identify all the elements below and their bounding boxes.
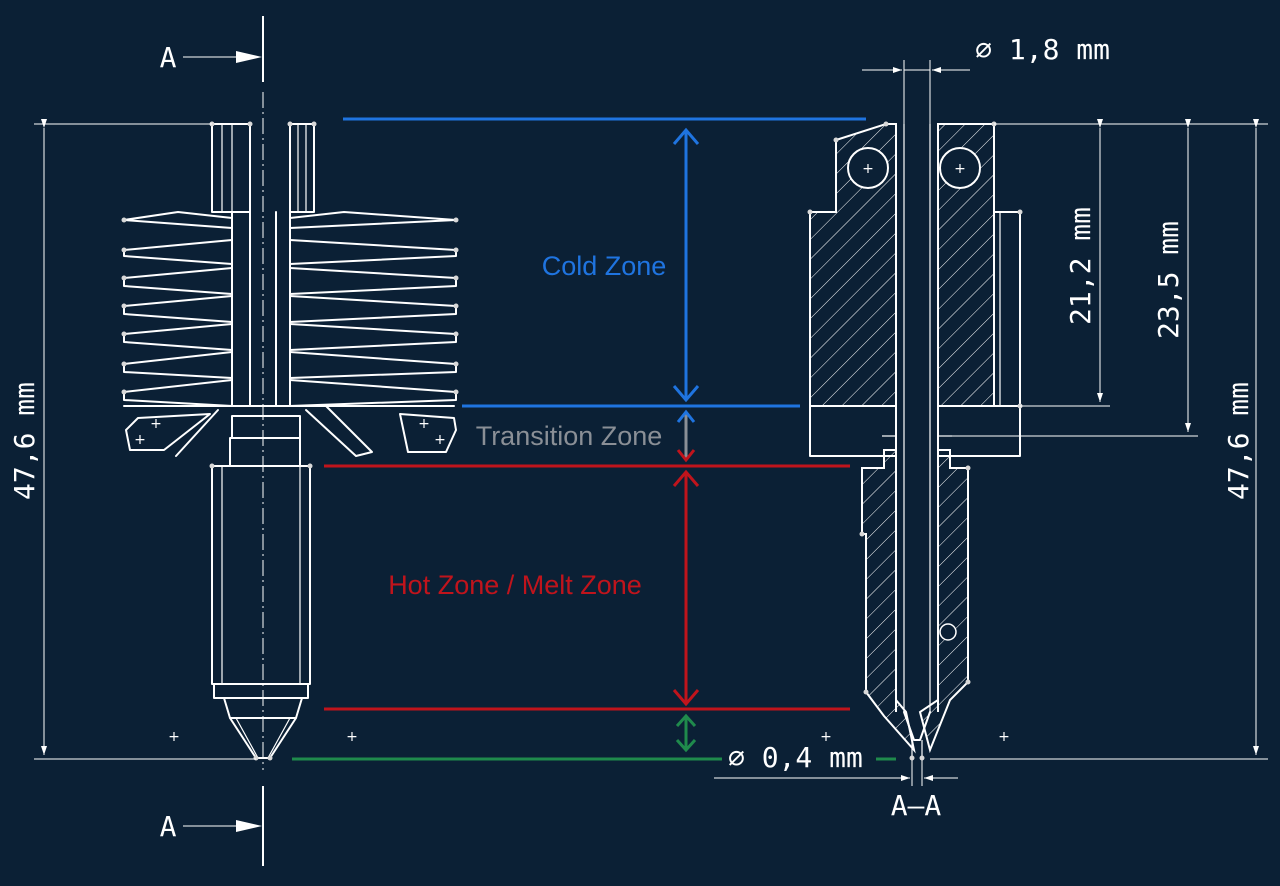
section-view-aa: + + bbox=[809, 123, 1021, 760]
svg-text:+: + bbox=[168, 729, 180, 745]
dimension-21-2: 21,2 mm bbox=[1020, 119, 1110, 407]
dim-cold-length-label: 21,2 mm bbox=[1064, 207, 1097, 325]
hot-zone-marker: Hot Zone / Melt Zone bbox=[324, 464, 850, 711]
section-mark-letter-top: A bbox=[160, 41, 177, 74]
dim-bore-label: ⌀ 1,8 mm bbox=[975, 33, 1110, 66]
dim-overall-right-label: 47,6 mm bbox=[1222, 382, 1255, 500]
dim-overall-left-label: 47,6 mm bbox=[8, 382, 41, 500]
overall-dimension-right: 47,6 mm bbox=[930, 119, 1268, 760]
nozzle-zone-marker bbox=[292, 713, 896, 761]
hot-zone-label: Hot Zone / Melt Zone bbox=[388, 570, 642, 600]
heatsink-side-view bbox=[123, 123, 457, 759]
dimension-bore: ⌀ 1,8 mm bbox=[862, 33, 1110, 124]
dimension-nozzle: ⌀ 0,4 mm A–A bbox=[714, 741, 958, 822]
svg-text:+: + bbox=[346, 729, 358, 745]
section-mark-letter-bottom: A bbox=[160, 810, 177, 843]
cold-zone-marker: Cold Zone bbox=[343, 117, 866, 408]
svg-text:+: + bbox=[998, 729, 1010, 745]
dim-nozzle-label: ⌀ 0,4 mm bbox=[728, 741, 863, 774]
transition-zone-marker: Transition Zone bbox=[476, 409, 696, 463]
cold-zone-label: Cold Zone bbox=[542, 251, 667, 281]
transition-zone-label: Transition Zone bbox=[476, 421, 663, 451]
section-view-label: A–A bbox=[891, 789, 942, 822]
svg-text:+: + bbox=[134, 432, 146, 448]
section-mark-top: A bbox=[160, 16, 264, 82]
svg-text:+: + bbox=[418, 416, 430, 432]
dim-cold-transition-label: 23,5 mm bbox=[1152, 221, 1185, 339]
svg-text:+: + bbox=[820, 729, 832, 745]
crosshair-marks: ++ ++ ++ ++ bbox=[134, 416, 1010, 745]
dimension-23-5: 23,5 mm bbox=[952, 119, 1198, 437]
svg-text:+: + bbox=[862, 161, 874, 177]
section-mark-bottom: A bbox=[160, 786, 264, 866]
node-dots-left bbox=[121, 121, 459, 761]
overall-dimension-left: 47,6 mm bbox=[8, 119, 256, 760]
svg-text:+: + bbox=[434, 432, 446, 448]
svg-text:+: + bbox=[954, 161, 966, 177]
svg-text:+: + bbox=[150, 416, 162, 432]
